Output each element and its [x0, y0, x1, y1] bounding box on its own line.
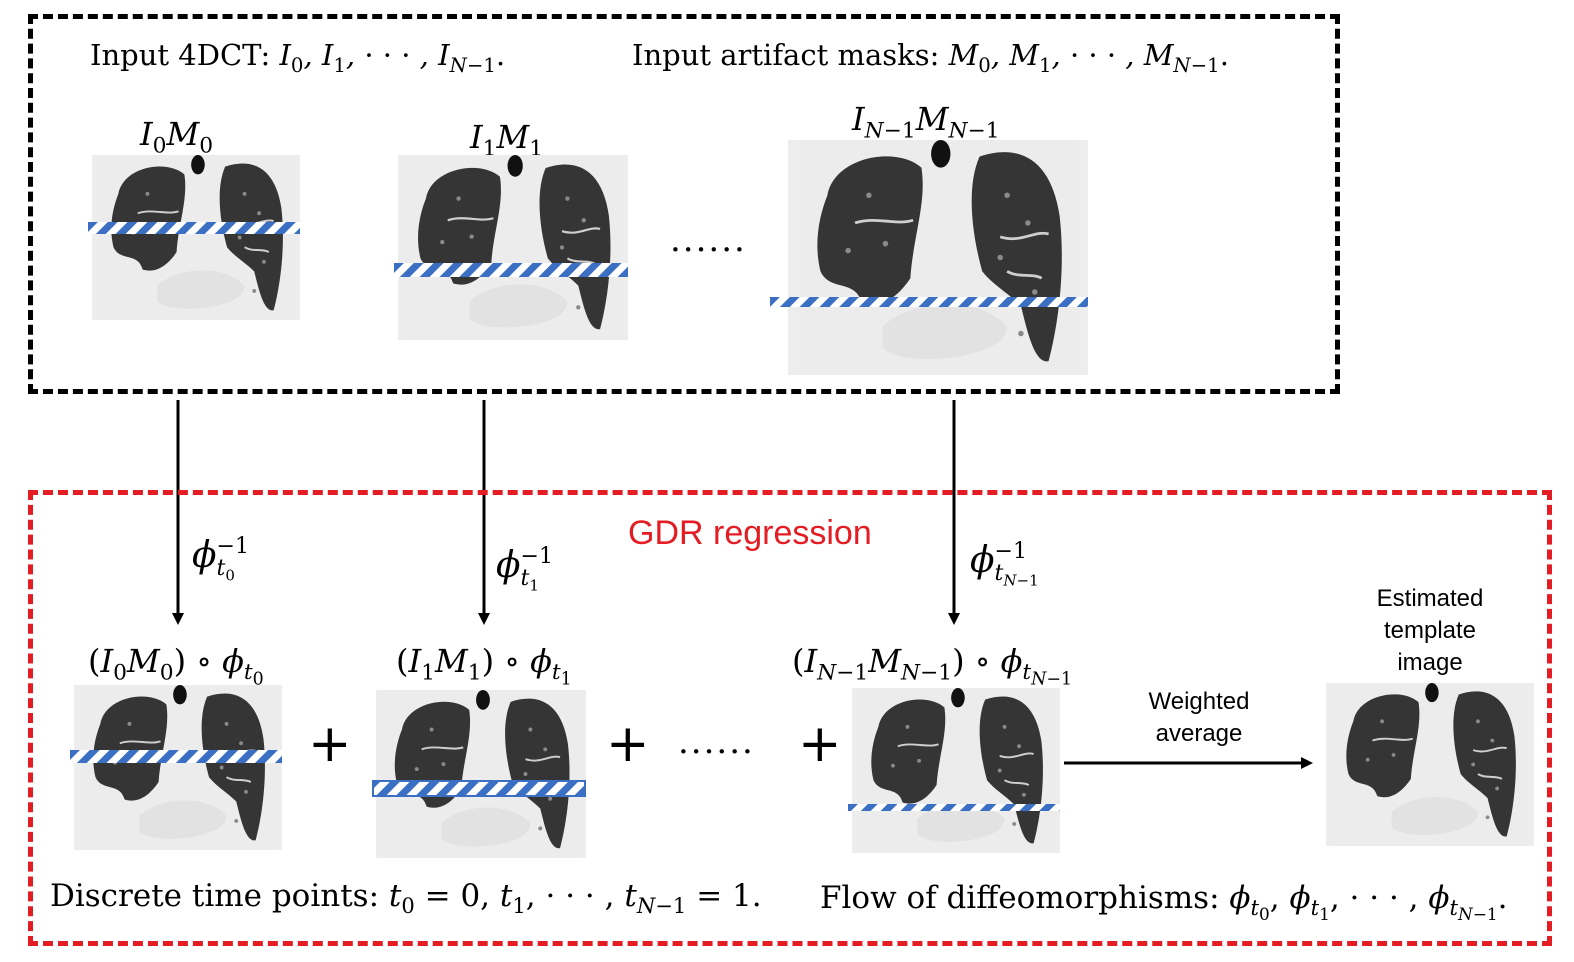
- warped-mask-0: [70, 748, 282, 763]
- template-label-line-3: image: [1397, 649, 1463, 676]
- input-4dct-title: Input 4DCT:: [90, 38, 271, 72]
- frame-0-label: I0M0: [140, 115, 214, 159]
- warped-n-label: (IN−1MN−1) ∘ ϕtN−1: [792, 642, 1073, 690]
- warped-1-label: (I1M1) ∘ ϕt1: [396, 642, 572, 690]
- frame-n-label: IN−1MN−1: [852, 100, 1000, 144]
- template-label-line-1: Estimated: [1376, 585, 1484, 612]
- mask-0: [88, 219, 300, 234]
- ct-frame-0: [92, 155, 300, 320]
- caption-flow-title: Flow of diffeomorphisms:: [820, 880, 1220, 916]
- frame-1-label: I1M1: [470, 118, 544, 162]
- mask-n: [770, 292, 1088, 307]
- plus-sign-1: +: [308, 714, 352, 774]
- weighted-average-label: Weighted average: [1124, 686, 1274, 750]
- template-ct: [1326, 683, 1534, 846]
- warped-ct-0: [74, 685, 282, 850]
- ct-frame-n: [788, 140, 1088, 375]
- regression-title: GDR regression: [628, 514, 872, 552]
- caption-time-math: t0 = 0, t1, · · · , tN−1 = 1.: [388, 878, 762, 919]
- template-label-line-2: template: [1383, 617, 1477, 644]
- input-box: [28, 14, 1340, 394]
- input-4dct-sequence: I0, I1, · · · , IN−1.: [279, 38, 506, 77]
- plus-sign-3: +: [798, 714, 842, 774]
- input-ellipsis: ......: [670, 220, 747, 260]
- input-masks-header: Input artifact masks: M0, M1, · · · , MN…: [632, 38, 1229, 77]
- caption-flow-math: ϕt0, ϕt1, · · · , ϕtN−1.: [1229, 880, 1508, 925]
- warped-mask-n: [848, 796, 1060, 811]
- ct-frame-1: [398, 155, 628, 340]
- warped-ct-1: [376, 690, 586, 858]
- warped-ct-n: [852, 688, 1060, 853]
- plus-sign-2: +: [606, 714, 650, 774]
- regression-box: [28, 490, 1552, 946]
- input-4dct-header: Input 4DCT: I0, I1, · · · , IN−1.: [90, 38, 506, 77]
- warped-0-label: (I0M0) ∘ ϕt0: [88, 642, 264, 690]
- weighted-label-line-2: average: [1155, 720, 1243, 747]
- regression-ellipsis: ......: [678, 722, 755, 762]
- warped-mask-1: [372, 780, 586, 798]
- caption-time-title: Discrete time points:: [50, 878, 380, 914]
- caption-flow: Flow of diffeomorphisms: ϕt0, ϕt1, · · ·…: [820, 880, 1508, 925]
- mask-1: [394, 262, 628, 277]
- template-label: Estimated template image: [1350, 583, 1510, 679]
- caption-time-points: Discrete time points: t0 = 0, t1, · · · …: [50, 878, 762, 919]
- input-masks-title: Input artifact masks:: [632, 38, 940, 72]
- weighted-label-line-1: Weighted: [1148, 688, 1250, 715]
- input-masks-sequence: M0, M1, · · · , MN−1.: [948, 38, 1229, 77]
